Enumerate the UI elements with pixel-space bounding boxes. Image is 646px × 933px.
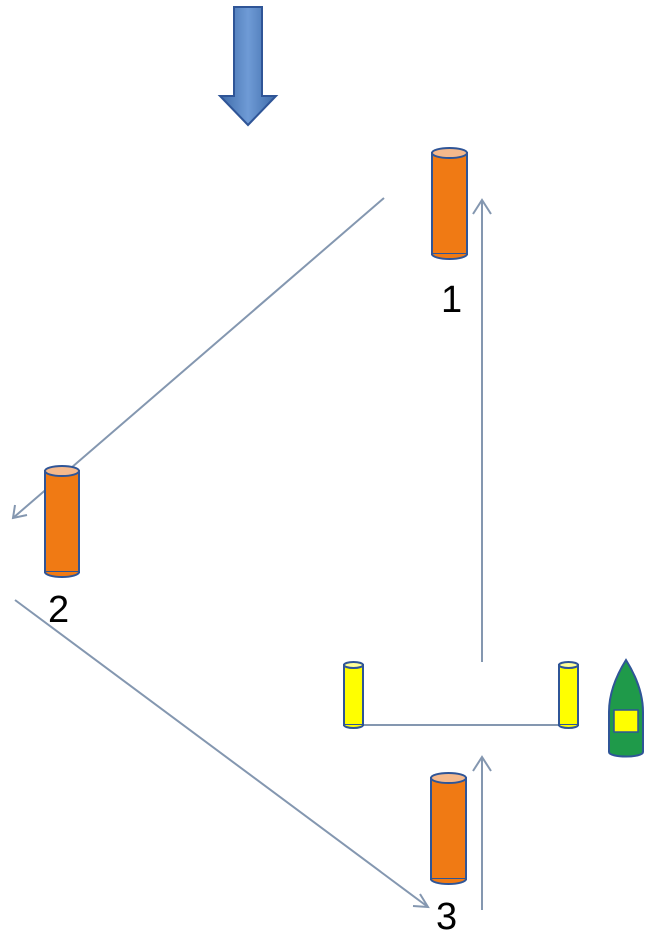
arrowhead-finish [472, 755, 492, 772]
mark-1-buoy-icon [431, 147, 468, 260]
wind-direction-arrow-icon [217, 6, 279, 127]
start-pin-left-icon [343, 661, 364, 729]
mark-2-label: 2 [48, 589, 69, 631]
mark-3-label: 3 [436, 896, 457, 933]
mark-1-label: 1 [441, 279, 462, 321]
course-lines [11, 197, 568, 910]
start-pin-right-icon [558, 661, 579, 729]
leg-mark-1-to-mark-2 [12, 197, 385, 519]
leg-mark-2-to-mark-3 [14, 599, 429, 908]
arrowhead-mark-3 [412, 893, 430, 909]
arrowhead-mark-1 [472, 198, 492, 215]
mark-3-buoy-icon [430, 772, 467, 885]
mark-2-buoy-icon [44, 465, 80, 578]
arrowhead-mark-2 [11, 504, 28, 520]
committee-boat-icon [608, 658, 644, 758]
